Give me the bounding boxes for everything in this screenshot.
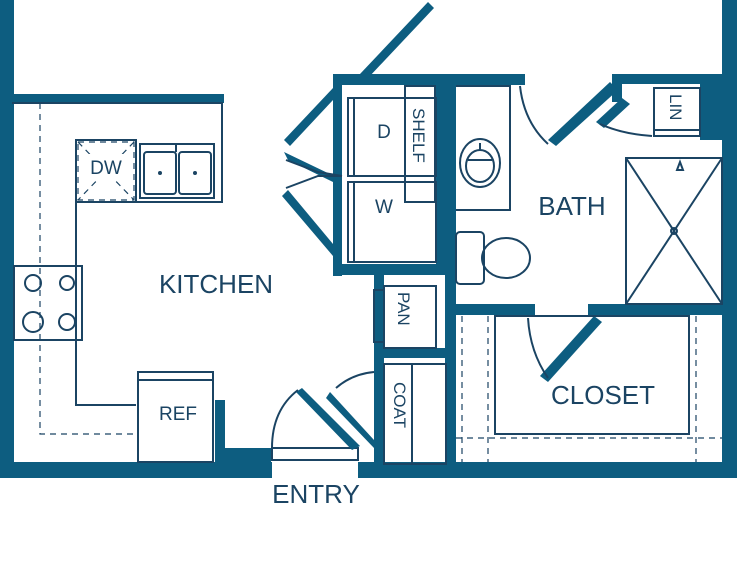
pantry-label: PAN — [394, 292, 413, 326]
dishwasher-label: DW — [90, 158, 122, 179]
bath-label: BATH — [538, 191, 605, 221]
washer-outline — [347, 181, 437, 263]
linen-label: LIN — [666, 94, 685, 120]
entry-label: ENTRY — [272, 479, 360, 509]
closet: CLOSET — [456, 315, 722, 462]
stove — [13, 265, 83, 341]
shelf-label: SHELF — [409, 108, 428, 163]
closet-label: CLOSET — [551, 380, 655, 410]
washer-label: W — [375, 197, 393, 218]
kitchen-label: KITCHEN — [159, 269, 273, 299]
bath: LIN BATH — [455, 82, 723, 305]
pantry-coat: PAN COAT — [326, 285, 447, 465]
coat-label: COAT — [390, 382, 409, 428]
refrigerator-label: REF — [159, 404, 197, 425]
laundry: D W SHELF — [282, 85, 437, 263]
dishwasher-outline — [75, 139, 137, 203]
refrigerator: REF — [137, 371, 214, 463]
kitchen-sink — [139, 143, 215, 199]
entry: ENTRY — [271, 388, 360, 509]
dryer-label: D — [377, 122, 391, 143]
kitchen: DW REF KITCHEN — [12, 102, 273, 463]
